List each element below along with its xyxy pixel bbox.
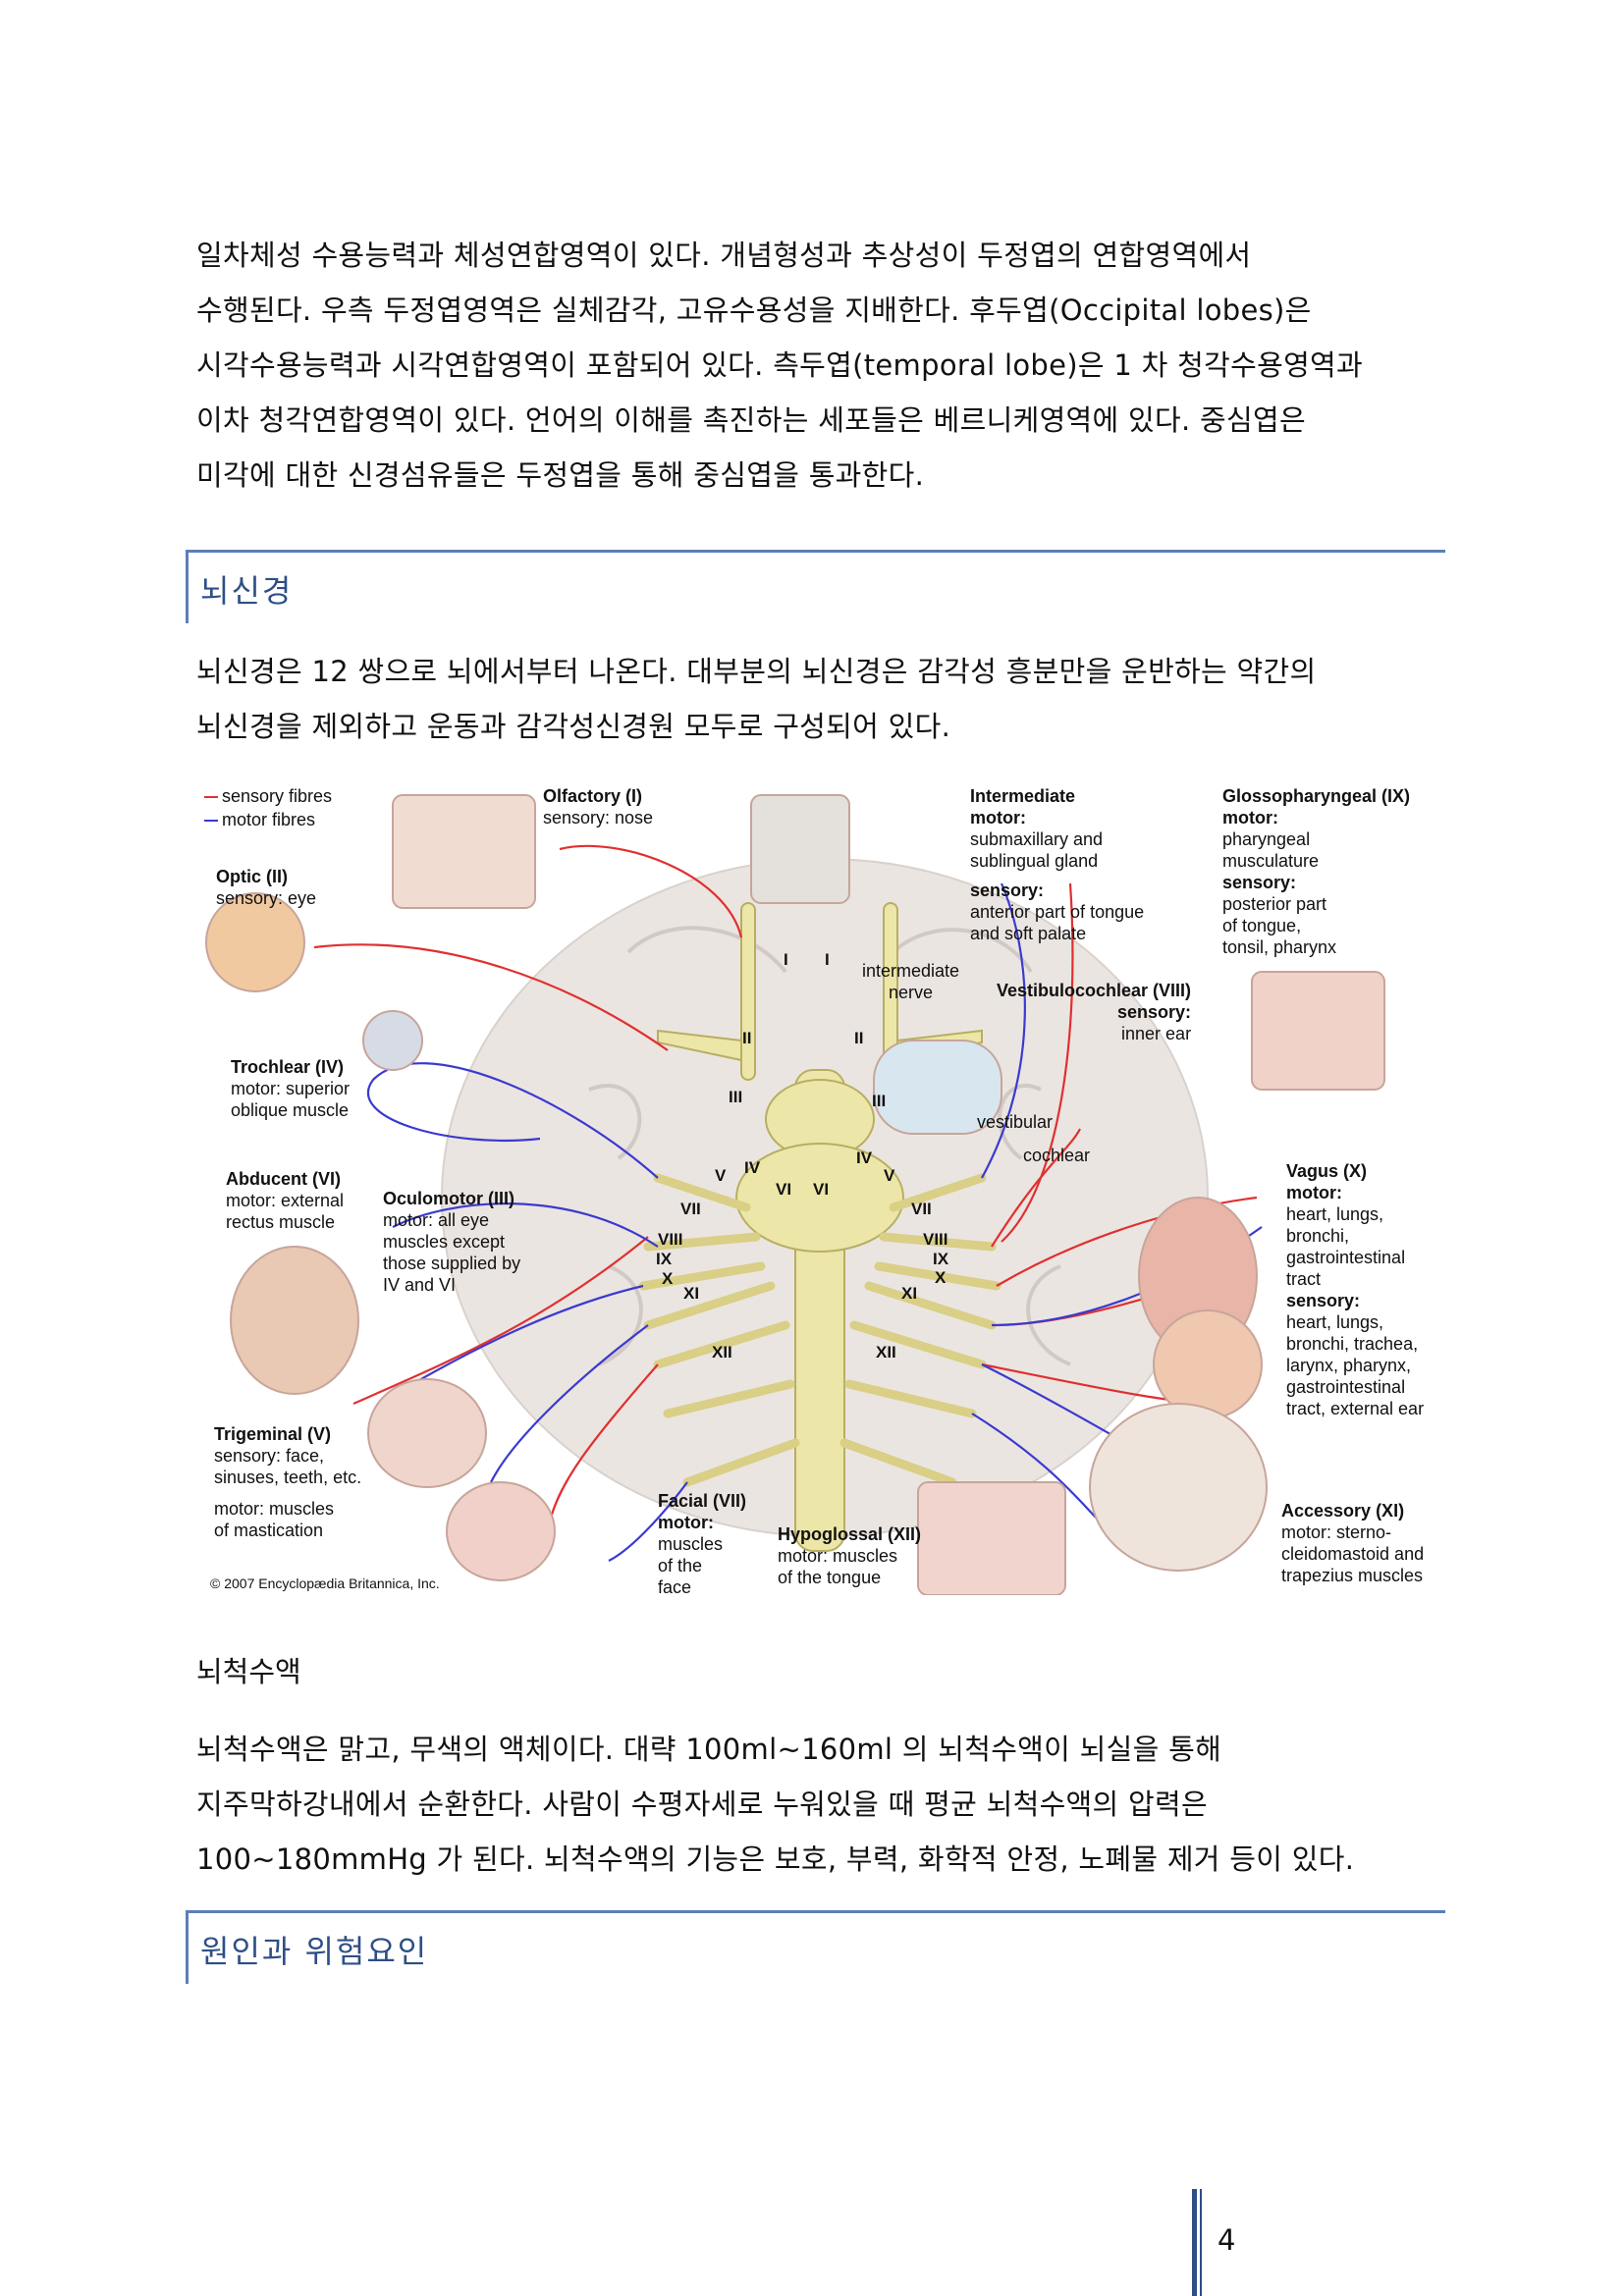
csf-paragraph: 뇌척수액은 맑고, 무색의 액체이다. 대략 100ml~160ml 의 뇌척수… bbox=[196, 1722, 1434, 1887]
numeral-VIII-right: VIII bbox=[923, 1230, 948, 1249]
paragraph-line: 100~180mmHg 가 된다. 뇌척수액의 기능은 보호, 부력, 화학적 … bbox=[196, 1842, 1355, 1876]
intro-line: 수행된다. 우측 두정엽영역은 실체감각, 고유수용성을 지배한다. 후두엽(O… bbox=[196, 294, 1312, 327]
label-accessory: Accessory (XI)motor: sterno-cleidomastoi… bbox=[1281, 1501, 1425, 1585]
paragraph-line: 뇌척수액은 맑고, 무색의 액체이다. 대략 100ml~160ml 의 뇌척수… bbox=[196, 1733, 1222, 1766]
intro-line: 이차 청각연합영역이 있다. 언어의 이해를 촉진하는 세포들은 베르니케영역에… bbox=[196, 403, 1306, 437]
numeral-XI-right: XI bbox=[901, 1284, 918, 1303]
numeral-XII-right: XII bbox=[876, 1343, 896, 1362]
numeral-III-right: III bbox=[872, 1092, 887, 1110]
intro-line: 미각에 대한 신경섬유들은 두정엽을 통해 중심엽을 통과한다. bbox=[196, 458, 925, 492]
legend-sensory: sensory fibres bbox=[222, 786, 333, 806]
eye-illustration bbox=[205, 892, 305, 992]
label-cochlear: cochlear bbox=[1023, 1146, 1091, 1165]
numeral-X-right: X bbox=[935, 1268, 947, 1287]
numeral-VI-left: VI bbox=[776, 1180, 792, 1199]
page-number-bar bbox=[1192, 2189, 1197, 2296]
gland-illustration bbox=[750, 794, 850, 904]
section-heading-text: 원인과 위험요인 bbox=[200, 1933, 429, 1970]
figure-credit: © 2007 Encyclopædia Britannica, Inc. bbox=[210, 1575, 440, 1591]
intro-line: 일차체성 수용능력과 체성연합영역이 있다. 개념형성과 추상성이 두정엽의 연… bbox=[196, 239, 1252, 272]
neck-illustration bbox=[1089, 1403, 1268, 1572]
section-heading-cranial-nerves: 뇌신경 bbox=[186, 550, 1445, 623]
label-olfactory: Olfactory (I)sensory: nose bbox=[543, 786, 654, 828]
numeral-IV-left: IV bbox=[744, 1158, 761, 1177]
paragraph-line: 지주막하강내에서 순환한다. 사람이 수평자세로 누워있을 때 평균 뇌척수액의… bbox=[196, 1788, 1208, 1821]
inner-ear-illustration bbox=[873, 1040, 1002, 1135]
page-number: 4 bbox=[1218, 2223, 1236, 2257]
nose-illustration bbox=[392, 794, 536, 909]
numeral-X-left: X bbox=[662, 1269, 674, 1288]
legend-motor: motor fibres bbox=[222, 810, 316, 829]
section-heading-causes: 원인과 위험요인 bbox=[186, 1910, 1445, 1984]
numeral-V-right: V bbox=[884, 1166, 895, 1185]
intro-line: 시각수용능력과 시각연합영역이 포함되어 있다. 측두엽(temporal lo… bbox=[196, 348, 1364, 382]
label-optic: Optic (II)sensory: eye bbox=[216, 867, 317, 908]
brain-gyri bbox=[588, 926, 1071, 1366]
tongue-illustration bbox=[917, 1481, 1066, 1595]
label-vestibulocochlear: Vestibulocochlear (VIII)sensory:inner ea… bbox=[997, 981, 1192, 1043]
label-vestibular: vestibular bbox=[977, 1112, 1054, 1132]
eyeball-illustration bbox=[362, 1010, 423, 1071]
cranial-nerves-figure: sensory fibres motor fibres Olfactory (I… bbox=[196, 775, 1438, 1597]
brainstem bbox=[657, 902, 983, 1552]
section-heading-text: 뇌신경 bbox=[200, 572, 294, 610]
paragraph-line: 뇌신경을 제외하고 운동과 감각성신경원 모두로 구성되어 있다. bbox=[196, 710, 951, 743]
skull-illustration bbox=[367, 1378, 487, 1488]
face-muscles-illustration bbox=[446, 1481, 556, 1581]
pharynx-illustration bbox=[1251, 971, 1385, 1091]
numeral-IX-right: IX bbox=[933, 1250, 949, 1268]
numeral-XI-left: XI bbox=[683, 1284, 700, 1303]
page-number-bar-thin bbox=[1200, 2189, 1202, 2296]
numeral-I-left: I bbox=[784, 950, 788, 969]
organ-illustrations bbox=[205, 794, 1385, 1595]
numeral-I-right: I bbox=[825, 950, 830, 969]
numeral-VII-right: VII bbox=[911, 1200, 932, 1218]
numeral-II-left: II bbox=[742, 1029, 752, 1047]
intro-paragraph: 일차체성 수용능력과 체성연합영역이 있다. 개념형성과 추상성이 두정엽의 연… bbox=[196, 228, 1434, 503]
head-illustration bbox=[230, 1246, 359, 1395]
intestines-illustration bbox=[1153, 1309, 1263, 1419]
label-vagus: Vagus (X)motor:heart, lungs,bronchi,gast… bbox=[1286, 1161, 1425, 1418]
numeral-V-left: V bbox=[715, 1166, 727, 1185]
nerve-branches bbox=[638, 1173, 1001, 1487]
numeral-III-left: III bbox=[729, 1088, 743, 1106]
numeral-IV-right: IV bbox=[856, 1148, 873, 1167]
sensory-fibres bbox=[313, 844, 1258, 1522]
numeral-XII-left: XII bbox=[712, 1343, 732, 1362]
csf-heading: 뇌척수액 bbox=[196, 1655, 301, 1688]
cranial-nerves-diagram bbox=[204, 794, 1385, 1595]
numeral-VII-left: VII bbox=[680, 1200, 701, 1218]
numeral-VI-right: VI bbox=[813, 1180, 830, 1199]
label-trigeminal: Trigeminal (V)sensory: face,sinuses, tee… bbox=[214, 1424, 362, 1540]
paragraph-line: 뇌신경은 12 쌍으로 뇌에서부터 나온다. 대부분의 뇌신경은 감각성 흥분만… bbox=[196, 655, 1317, 688]
numeral-IX-left: IX bbox=[656, 1250, 673, 1268]
cranial-nerves-paragraph: 뇌신경은 12 쌍으로 뇌에서부터 나온다. 대부분의 뇌신경은 감각성 흥분만… bbox=[196, 644, 1434, 754]
numeral-II-right: II bbox=[854, 1029, 864, 1047]
numeral-VIII-left: VIII bbox=[658, 1230, 683, 1249]
